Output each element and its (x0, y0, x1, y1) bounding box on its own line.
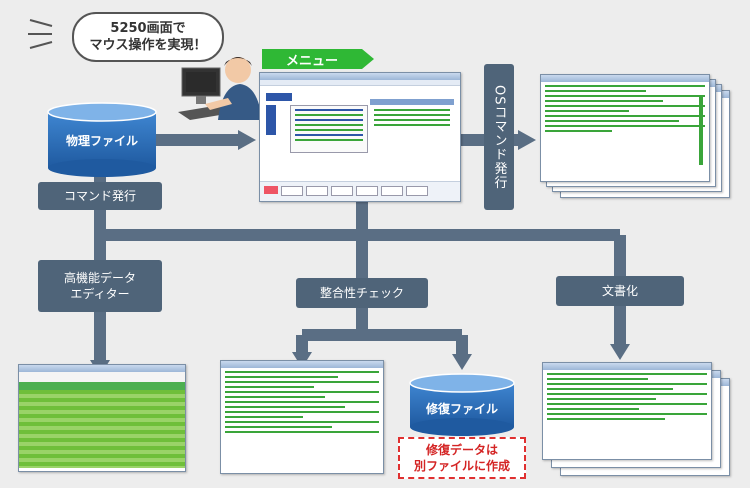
menu-highlight (266, 93, 292, 101)
arrow-menu (238, 130, 256, 150)
person-at-computer-icon (178, 57, 262, 120)
repair-note-line-1: 修復データは (425, 443, 498, 457)
speech-bubble: 5250画面で マウス操作を実現！ (72, 12, 224, 62)
arrow-os (518, 130, 536, 150)
editor-window (18, 364, 186, 472)
menu-list (290, 105, 368, 153)
menu-tag: メニュー (262, 49, 362, 69)
speech-line-2: マウス操作を実現！ (89, 38, 207, 53)
arrow-repair-file (452, 354, 472, 370)
editor-label: 高機能データ エディター (38, 260, 162, 312)
menu-window[interactable] (259, 72, 461, 202)
arrow-document (610, 344, 630, 360)
integrity-label: 整合性チェック (296, 278, 428, 308)
doc-window-1 (542, 362, 712, 460)
os-window-1 (540, 74, 710, 182)
menu-tag-label: メニュー (285, 53, 338, 69)
repair-file-cylinder (409, 373, 515, 436)
document-label: 文書化 (556, 276, 684, 306)
integrity-window (220, 360, 384, 474)
menu-footer (260, 181, 460, 201)
repair-note-line-2: 別ファイルに作成 (413, 459, 510, 473)
menu-fields (370, 99, 454, 159)
menu-tag-point (362, 49, 374, 69)
physical-file-cylinder (47, 102, 157, 177)
repair-note: 修復データは 別ファイルに作成 (398, 437, 526, 479)
os-command-label: OSコマンド発行 (484, 64, 514, 210)
physical-file-label: 物理ファイル (65, 134, 138, 148)
repair-file-label: 修復ファイル (425, 402, 498, 416)
command-issue-label: コマンド発行 (38, 182, 162, 210)
speech-line-1: 5250画面で (110, 21, 186, 36)
